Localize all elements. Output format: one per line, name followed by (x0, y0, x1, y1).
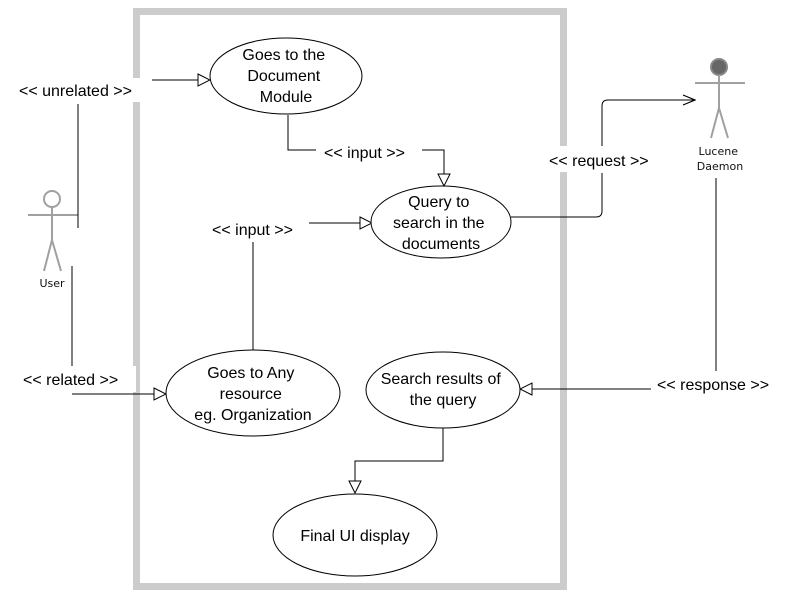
label-related: << related >> (23, 372, 118, 389)
use-case-final-ui[interactable]: Final UI display (272, 493, 438, 577)
lucene-daemon-head (710, 58, 728, 76)
use-case-any-resource-line2: resource (220, 386, 282, 403)
lucene-daemon-label-line1: Lucene (699, 145, 739, 158)
use-case-doc-module-line3: Module (260, 89, 313, 106)
label-response: << response >> (657, 377, 769, 394)
relation-results-final-arrow[interactable] (355, 428, 444, 493)
use-case-query-line2: search in the (393, 215, 485, 232)
lucene-daemon-label: Lucene Daemon (697, 145, 743, 173)
label-input-doc: << input >> (324, 145, 405, 162)
use-case-search-results[interactable]: Search results of the query (365, 351, 521, 429)
use-case-search-results-line1: Search results of (381, 371, 502, 388)
use-case-doc-module[interactable]: Goes to the Document Module (209, 37, 363, 115)
label-input-resource: << input >> (212, 222, 293, 239)
relation-request-arrow[interactable] (601, 100, 695, 146)
use-case-search-results-line2: the query (410, 392, 477, 409)
svg-text:Search results of the qu: Search results of the query (381, 371, 506, 409)
use-case-query[interactable]: Query to search in the documents (370, 185, 512, 259)
use-case-doc-module-line1: Goes to the (242, 47, 325, 64)
use-case-any-resource-line1: Goes to Any (207, 365, 294, 382)
lucene-daemon-actor[interactable] (695, 58, 745, 139)
use-case-final-ui-line1: Final UI display (300, 528, 409, 545)
use-case-any-resource-line3: eg. Organization (194, 407, 311, 424)
svg-text:Goes to Any resource: Goes to Any resource eg. Organization (194, 365, 311, 424)
user-actor[interactable] (28, 190, 78, 272)
use-case-doc-module-line2: Document (247, 68, 320, 85)
label-unrelated: << unrelated >> (19, 83, 132, 100)
svg-text:Goes to the Document: Goes to the Document Module (242, 47, 329, 106)
use-case-query-line3: documents (402, 236, 480, 253)
use-case-any-resource[interactable]: Goes to Any resource eg. Organization (165, 349, 341, 437)
relation-request-line[interactable] (511, 173, 603, 218)
relation-input-doc-arrow[interactable] (422, 149, 444, 186)
use-case-query-line1: Query to (408, 194, 469, 211)
user-actor-head (43, 190, 61, 208)
system-boundary (133, 8, 567, 590)
label-request: << request >> (549, 153, 649, 170)
svg-text:Query to search in the: Query to search in the documents (393, 194, 489, 253)
relation-input-doc-line[interactable] (287, 115, 316, 151)
lucene-daemon-label-line2: Daemon (697, 160, 743, 173)
user-actor-label: User (39, 277, 65, 290)
